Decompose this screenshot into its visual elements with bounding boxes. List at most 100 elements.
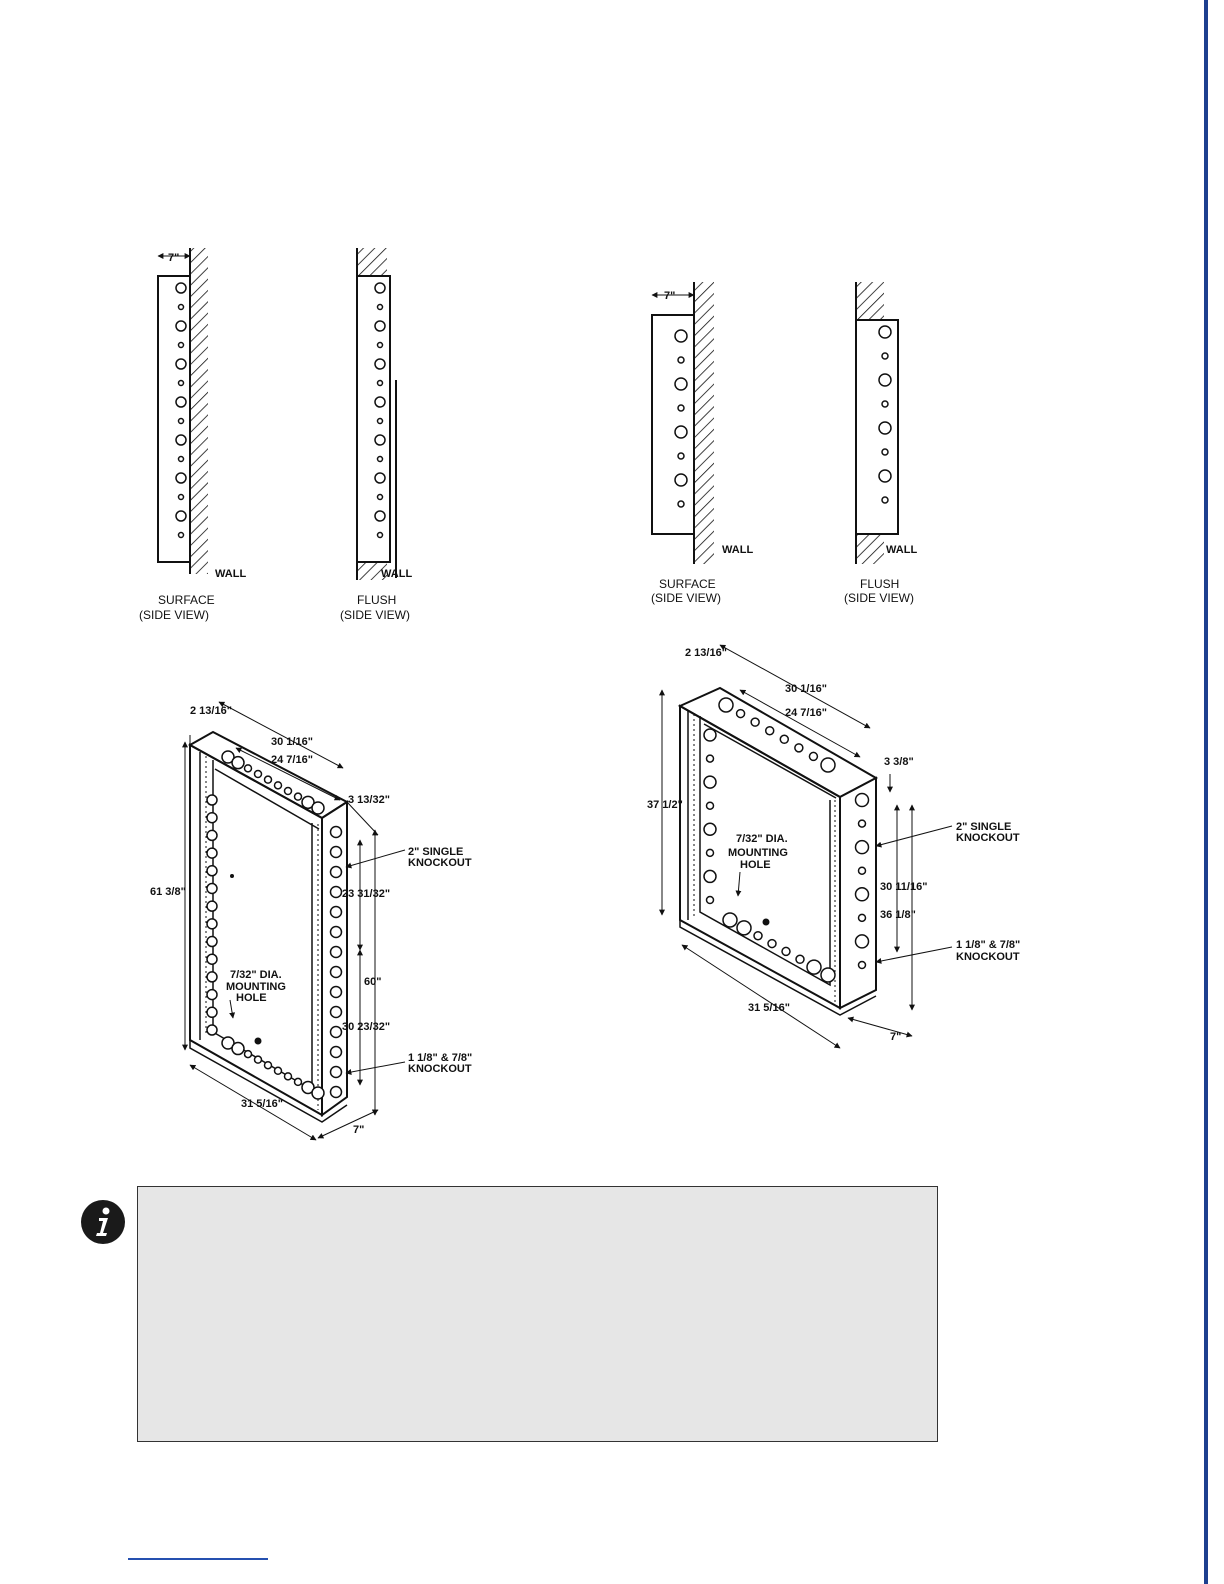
flush-caption: FLUSH	[860, 577, 899, 591]
mounting-hole-label: 7/32" DIA.	[736, 833, 788, 845]
dim-width: 30 1/16"	[271, 736, 313, 748]
dim-upper-section: 23 31/32"	[342, 888, 390, 900]
knockout-hole	[206, 900, 218, 912]
dim-top-offset: 2 13/16"	[190, 705, 232, 717]
knockout-hole	[374, 396, 386, 408]
knockout-hole	[674, 425, 688, 439]
knockout-hole	[854, 934, 870, 949]
knockout-hole	[329, 965, 343, 979]
mounting-hole-label-3: HOLE	[740, 859, 771, 871]
enclosure-side	[357, 275, 391, 563]
knockout-hole	[705, 895, 715, 905]
knockout-hole	[722, 912, 738, 928]
knockout-hole	[820, 757, 836, 773]
knockout-hole	[881, 352, 889, 360]
knockout-hole	[206, 1024, 218, 1036]
side-view-caption: (SIDE VIEW)	[651, 591, 721, 605]
knockout-hole	[878, 373, 892, 387]
knockout-hole	[177, 303, 185, 311]
knockout-column	[374, 282, 386, 539]
dim-knockout-span: 24 7/16"	[271, 754, 313, 766]
knockout-hole	[206, 847, 218, 859]
mounting-hole-label-2: MOUNTING	[226, 981, 286, 993]
wall-label: WALL	[886, 544, 917, 556]
knockout-hole	[283, 786, 293, 796]
knockout-hole	[674, 377, 688, 391]
knockout-column	[175, 282, 187, 539]
dim-knockout-span: 24 7/16"	[785, 707, 827, 719]
right-iso-labels: 2 13/16" 30 1/16" 24 7/16" 3 3/8" 37 1/2…	[647, 647, 1020, 1043]
knockout-hole	[736, 920, 752, 936]
knockout-hole	[857, 866, 867, 875]
knockout-hole	[273, 781, 283, 790]
dim-width: 30 1/16"	[785, 683, 827, 695]
knockout-hole	[243, 1049, 253, 1059]
knockout-hole	[177, 379, 185, 387]
knockout-hole	[374, 472, 386, 484]
knockout-hole	[677, 500, 685, 508]
knockout-hole	[795, 954, 805, 965]
note-box	[137, 1186, 938, 1442]
knockout-hole	[175, 358, 187, 370]
knockout-hole	[283, 1072, 293, 1081]
knockout-hole	[329, 885, 343, 899]
knockout-hole	[206, 918, 218, 930]
enclosure-side	[856, 319, 899, 535]
knockout-hole	[376, 303, 384, 311]
knockout-hole	[175, 472, 187, 484]
knockout-hole	[329, 825, 343, 839]
knockout-hole	[206, 882, 218, 895]
knockout-hole	[806, 959, 822, 975]
enclosure-side	[157, 275, 190, 563]
knockout-hole	[857, 819, 867, 828]
knockout-hole	[175, 434, 187, 446]
knockout-hole	[177, 417, 185, 425]
single-knockout-label-2: KNOCKOUT	[408, 857, 472, 869]
knockout-hole	[263, 1060, 273, 1070]
knockout-hole	[376, 379, 384, 387]
knockout-hole	[177, 455, 185, 463]
knockout-hole	[794, 743, 804, 753]
knockout-hole	[374, 282, 386, 294]
knockout-hole	[329, 925, 343, 939]
knockout-hole	[177, 341, 185, 349]
knockout-hole	[329, 985, 343, 999]
flush-caption: FLUSH	[357, 593, 396, 607]
knockout-hole	[781, 946, 791, 957]
knockout-hole	[718, 697, 734, 713]
mounting-hole-label: 7/32" DIA.	[230, 969, 282, 981]
knockout-hole	[376, 417, 384, 425]
enclosure-side	[651, 314, 694, 535]
knockout-hole	[329, 905, 343, 919]
knockout-hole	[703, 728, 717, 742]
side-view-caption: (SIDE VIEW)	[139, 608, 209, 622]
knockout-hole	[374, 358, 386, 370]
knockout-hole	[374, 434, 386, 446]
knockout-hole	[329, 1065, 343, 1079]
small-knockout-label: 1 1/8" & 7/8"	[956, 939, 1020, 951]
right-isometric-enclosure	[659, 644, 953, 1049]
knockout-hole	[231, 755, 245, 770]
knockout-hole	[376, 455, 384, 463]
knockout-hole	[175, 320, 187, 332]
knockout-hole	[878, 469, 892, 483]
knockout-hole	[878, 421, 892, 435]
knockout-hole	[206, 829, 218, 842]
knockout-hole	[881, 400, 889, 408]
dim-overall: 60"	[364, 976, 381, 988]
depth-label: 7"	[168, 252, 179, 264]
dim-depth: 7"	[890, 1031, 901, 1043]
page-edge-rule	[1204, 0, 1208, 1584]
knockout-hole	[374, 320, 386, 332]
knockout-hole	[329, 1025, 343, 1039]
knockout-column	[878, 325, 892, 504]
knockout-hole	[750, 717, 760, 727]
knockout-hole	[677, 356, 685, 364]
knockout-hole	[175, 282, 187, 294]
knockout-hole	[329, 1005, 343, 1019]
knockout-hole	[677, 404, 685, 412]
single-knockout-label-2: KNOCKOUT	[956, 832, 1020, 844]
side-view-caption: (SIDE VIEW)	[340, 608, 410, 622]
knockout-hole	[735, 708, 746, 719]
